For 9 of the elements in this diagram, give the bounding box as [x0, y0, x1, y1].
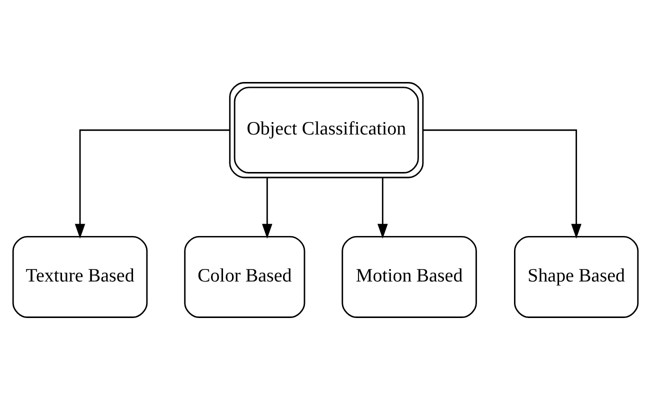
- node-box: Shape Based: [514, 236, 639, 318]
- arrow: [423, 129, 582, 239]
- node-box: Color Based: [184, 236, 306, 318]
- arrow: [378, 178, 388, 239]
- arrow: [262, 178, 272, 239]
- node-box: Texture Based: [12, 236, 148, 318]
- node-box: Object Classification: [229, 82, 424, 178]
- node-box: Motion Based: [342, 236, 477, 318]
- arrow: [74, 129, 230, 239]
